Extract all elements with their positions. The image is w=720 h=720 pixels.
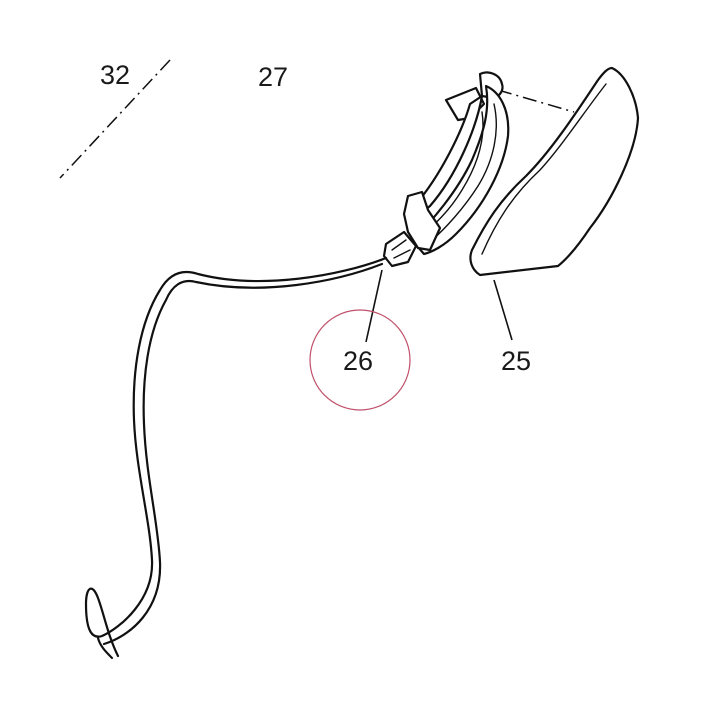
callout-27: 27 xyxy=(258,62,288,92)
highlight-circle-26 xyxy=(309,309,411,411)
lens-cover-part-25 xyxy=(469,66,640,277)
leader-25 xyxy=(493,279,513,341)
leader-26 xyxy=(365,269,383,343)
callout-32: 32 xyxy=(100,60,130,90)
callout-26: 26 xyxy=(343,346,373,376)
wire-harness xyxy=(84,256,388,660)
centerline-lens-axis xyxy=(497,89,575,113)
centerline-32 xyxy=(59,59,171,179)
lamp-housing-part-26 xyxy=(382,71,510,268)
callout-25: 25 xyxy=(501,346,531,376)
